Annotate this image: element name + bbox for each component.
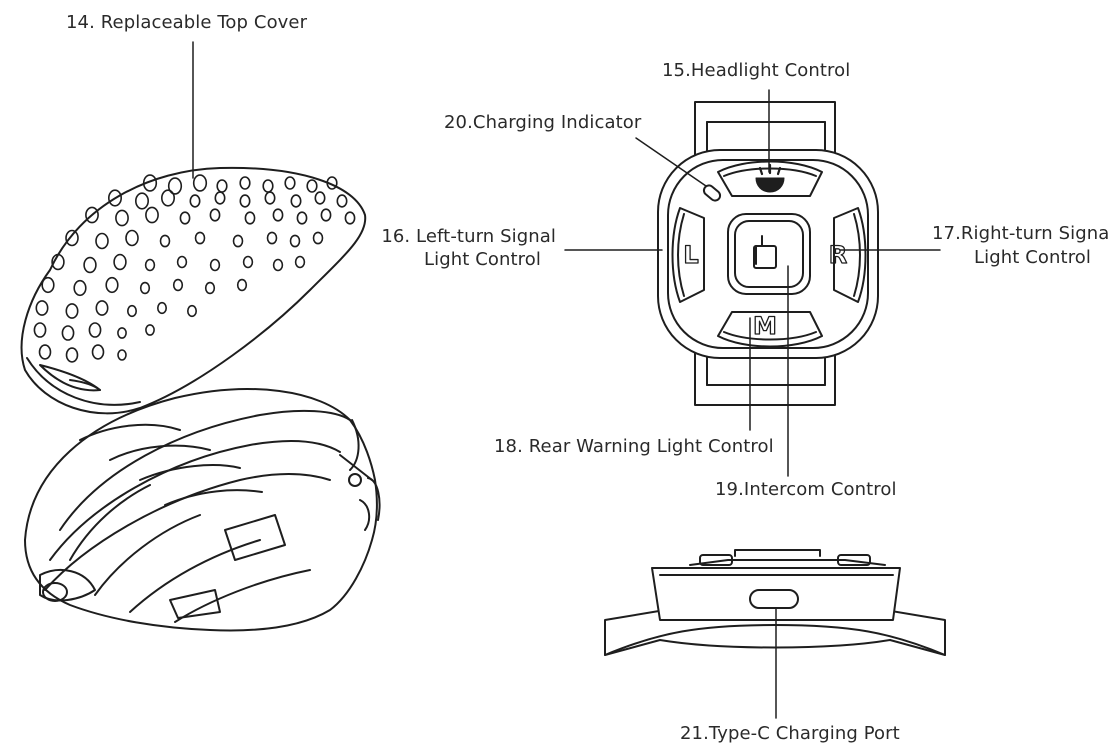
- vent-hole: [336, 194, 348, 208]
- right-button-letter: R: [829, 241, 847, 269]
- vent-hole: [33, 322, 47, 338]
- vent-hole: [117, 349, 127, 361]
- vent-hole: [135, 192, 150, 210]
- vent-hole: [312, 231, 324, 245]
- helmet-base: [24, 388, 381, 632]
- vent-hole: [187, 304, 198, 318]
- vent-hole: [320, 208, 332, 222]
- vent-hole: [172, 278, 184, 292]
- vent-hole: [266, 231, 278, 245]
- left-button-letter: L: [683, 241, 698, 269]
- vent-hole: [214, 191, 226, 205]
- label-left-turn-line1: 16. Left-turn Signal: [381, 226, 556, 247]
- vent-hole: [272, 258, 284, 272]
- vent-hole: [35, 300, 49, 316]
- vent-hole: [284, 176, 296, 190]
- vent-hole: [61, 325, 75, 341]
- vent-hole: [242, 255, 254, 269]
- vent-hole: [296, 211, 308, 225]
- vent-hole: [244, 211, 256, 225]
- vent-hole: [145, 324, 155, 336]
- vent-hole: [108, 189, 123, 207]
- vent-hole: [157, 301, 168, 315]
- vent-hole: [236, 278, 248, 292]
- vent-hole: [65, 303, 79, 319]
- vent-hole: [239, 176, 251, 190]
- vent-hole: [83, 256, 97, 274]
- vent-hole: [41, 276, 55, 294]
- label-left-turn-line2: Light Control: [423, 249, 541, 270]
- vent-hole: [262, 179, 274, 193]
- top-cover-vent-holes: [33, 174, 356, 363]
- vent-hole: [189, 194, 201, 208]
- vent-hole: [95, 232, 109, 250]
- vent-hole: [167, 177, 183, 195]
- vent-hole: [91, 344, 105, 360]
- vent-hole: [159, 234, 171, 248]
- controller-side-view: [604, 549, 946, 719]
- vent-hole: [314, 191, 326, 205]
- vent-hole: [65, 229, 79, 247]
- vent-hole: [125, 229, 139, 247]
- vent-hole: [344, 211, 356, 225]
- vent-hole: [117, 327, 127, 339]
- vent-hole: [192, 174, 208, 192]
- vent-hole: [194, 231, 206, 245]
- vent-hole: [272, 208, 284, 222]
- vent-hole: [264, 191, 276, 205]
- vent-hole: [88, 322, 102, 338]
- mode-button-letter: M: [753, 312, 777, 340]
- vent-hole: [161, 189, 176, 207]
- label-type-c-port: 21.Type-C Charging Port: [680, 723, 900, 744]
- vent-hole: [209, 208, 221, 222]
- vent-hole: [326, 176, 338, 190]
- vent-hole: [127, 304, 138, 318]
- top-cover-shell: [20, 166, 367, 415]
- vent-hole: [65, 347, 79, 363]
- vent-hole: [144, 258, 156, 272]
- vent-hole: [145, 206, 159, 224]
- vent-hole: [232, 234, 244, 248]
- vent-hole: [294, 255, 306, 269]
- label-intercom: 19.Intercom Control: [715, 479, 897, 500]
- vent-hole: [115, 209, 129, 227]
- vent-hole: [179, 211, 191, 225]
- remote-controller: [657, 101, 879, 406]
- vent-hole: [51, 253, 65, 271]
- vent-hole: [204, 281, 216, 295]
- vent-hole: [176, 255, 188, 269]
- label-headlight-control: 15.Headlight Control: [662, 60, 851, 81]
- vent-hole: [85, 206, 99, 224]
- label-right-turn-line2: Light Control: [974, 247, 1092, 268]
- label-charging-indicator: 20.Charging Indicator: [444, 112, 642, 133]
- label-rear-warning: 18. Rear Warning Light Control: [494, 436, 774, 457]
- vent-hole: [73, 279, 87, 297]
- vent-hole: [139, 281, 151, 295]
- vent-hole: [289, 234, 301, 248]
- remote-leader-lines: [564, 89, 941, 477]
- vent-hole: [216, 179, 228, 193]
- vent-hole: [113, 253, 127, 271]
- vent-hole: [105, 276, 119, 294]
- vent-hole: [306, 179, 318, 193]
- label-right-turn-line1: 17.Right-turn Signal: [932, 223, 1111, 244]
- vent-hole: [239, 194, 251, 208]
- vent-hole: [38, 344, 52, 360]
- vent-hole: [142, 174, 158, 192]
- vent-hole: [290, 194, 302, 208]
- vent-hole: [95, 300, 109, 316]
- label-top-cover: 14. Replaceable Top Cover: [66, 12, 308, 33]
- vent-hole: [209, 258, 221, 272]
